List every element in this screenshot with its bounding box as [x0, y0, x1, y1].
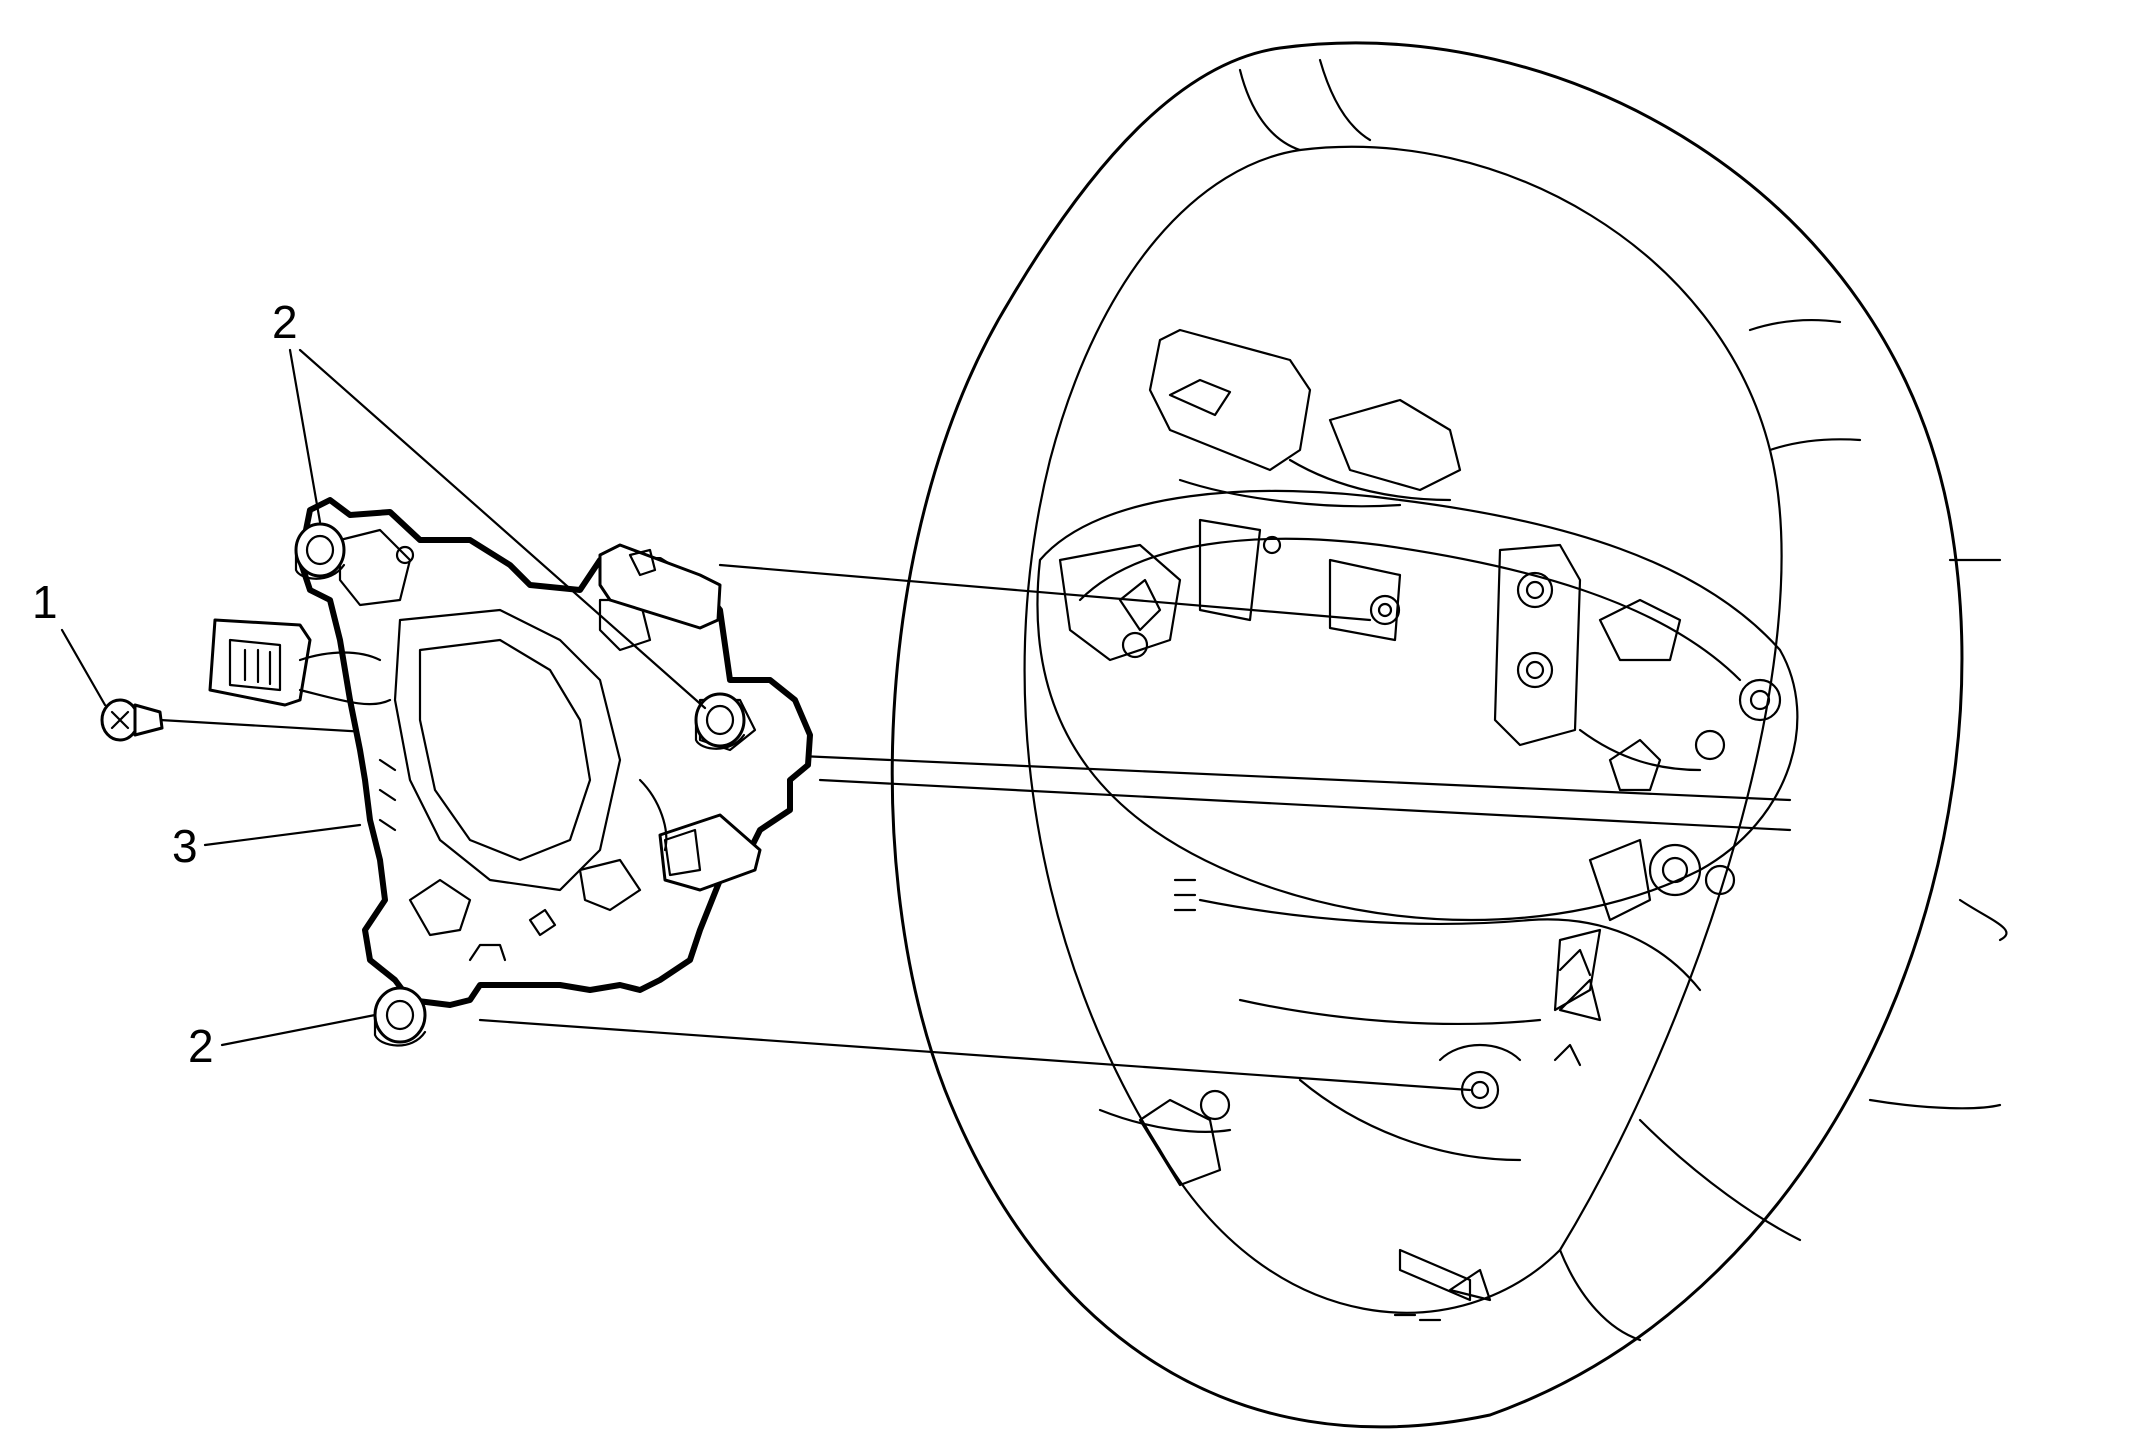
- nut-icon-top-left: [294, 522, 346, 580]
- bolt-icon: [100, 698, 164, 742]
- leader-lines: [60, 348, 707, 1047]
- callout-2-bottom: 2: [188, 1020, 214, 1072]
- callout-2-top: 2: [272, 296, 298, 348]
- callout-1: 1: [32, 576, 58, 628]
- steering-wheel: [890, 41, 2008, 1429]
- steering-wheel-control-module: [208, 497, 813, 1008]
- callout-3: 3: [172, 820, 198, 872]
- nut-icon-bottom: [373, 986, 427, 1047]
- callout-labels: 1 2 2 3: [32, 296, 298, 1072]
- nut-icon-center: [694, 692, 746, 750]
